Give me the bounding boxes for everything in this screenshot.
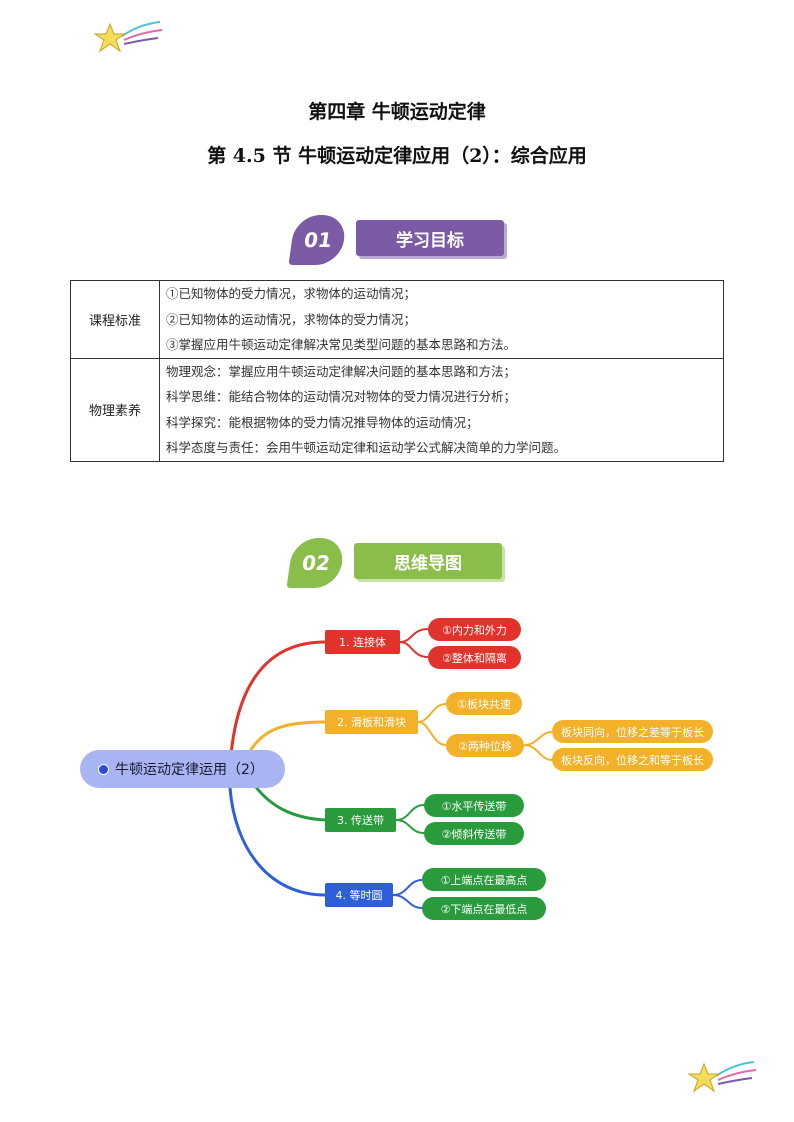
star-decoration-icon [687, 1061, 757, 1093]
branch-node-conveyor: 3. 传送带 [325, 808, 396, 832]
list-item: 物理观念：掌握应用牛顿运动定律解决问题的基本思路和方法； [166, 363, 517, 379]
connector-line [417, 703, 447, 723]
section-label: 思维导图 [354, 543, 502, 579]
section-header-goals: 01 学习目标 [288, 215, 507, 267]
leaf-node: ①内力和外力 [428, 618, 521, 641]
connector-line [253, 785, 326, 822]
connector-line [417, 721, 447, 746]
subleaf-node: 板块反向，位移之和等于板长 [552, 748, 713, 771]
row-header: 课程标准 [70, 280, 160, 359]
connector-line [399, 641, 429, 658]
connector-line [228, 787, 326, 897]
leaf-node: ②整体和隔离 [428, 646, 521, 669]
list-item: ①已知物体的受力情况，求物体的运动情况； [166, 286, 417, 301]
root-label: 牛顿运动定律运用（2） [115, 762, 264, 778]
leaf-node: ①水平传送带 [424, 794, 524, 817]
row-content: ①已知物体的受力情况，求物体的运动情况； ②已知物体的运动情况，求物体的受力情况… [159, 280, 724, 359]
table-row: 物理素养 物理观念：掌握应用牛顿运动定律解决问题的基本思路和方法； 科学思维：能… [70, 357, 724, 462]
section-label: 学习目标 [356, 220, 504, 256]
connector-line [395, 804, 425, 821]
branch-node-connection-body: 1. 连接体 [325, 630, 400, 654]
connector-line [392, 879, 423, 896]
leaf-node: ①板块共速 [446, 692, 522, 715]
connector-line [392, 894, 423, 909]
list-item: 科学思维：能结合物体的运动情况对物体的受力情况进行分析； [166, 389, 517, 404]
connector-line [399, 628, 429, 643]
list-item: ③掌握应用牛顿运动定律解决常见类型问题的基本思路和方法。 [166, 337, 517, 352]
chapter-title: 第四章 牛顿运动定律 [308, 101, 486, 123]
connector-line [395, 819, 425, 834]
leaf-node: ①上端点在最高点 [422, 868, 546, 891]
mind-map: 牛顿运动定律运用（2） 1. 连接体 ①内力和外力 ②整体和隔离 2. 滑板和滑… [0, 600, 794, 940]
leaf-node: ②下端点在最低点 [422, 897, 546, 920]
connector-line [523, 744, 553, 761]
subleaf-node: 板块同向，位移之差等于板长 [552, 720, 713, 743]
branch-node-plank-block: 2. 滑板和滑块 [325, 710, 418, 734]
list-item: 科学探究：能根据物体的受力情况推导物体的运动情况； [166, 414, 479, 430]
leaf-node: ②倾斜传送带 [424, 822, 524, 845]
list-item: 科学态度与责任：会用牛顿运动定律和运动学公式解决简单的力学问题。 [166, 440, 567, 455]
row-header: 物理素养 [70, 357, 160, 462]
list-item: ②已知物体的运动情况，求物体的受力情况； [166, 311, 417, 327]
section-number-badge: 02 [286, 538, 346, 588]
connector-line [523, 731, 553, 746]
mind-map-root: 牛顿运动定律运用（2） [80, 750, 285, 788]
leaf-node: ②两种位移 [446, 734, 524, 757]
goals-table: 课程标准 ①已知物体的受力情况，求物体的运动情况； ②已知物体的运动情况，求物体… [70, 280, 724, 462]
row-content: 物理观念：掌握应用牛顿运动定律解决问题的基本思路和方法； 科学思维：能结合物体的… [159, 357, 724, 462]
star-decoration-icon [93, 21, 163, 53]
root-bullet-icon [98, 763, 109, 775]
section-header-mindmap: 02 思维导图 [286, 538, 505, 590]
table-row: 课程标准 ①已知物体的受力情况，求物体的运动情况； ②已知物体的运动情况，求物体… [70, 280, 724, 359]
section-number-badge: 01 [288, 215, 348, 265]
connector-line [228, 640, 326, 769]
section-title: 第 4.5 节 牛顿运动定律应用（2）：综合应用 [207, 145, 587, 167]
branch-node-isochronous-circle: 4. 等时圆 [325, 883, 393, 907]
